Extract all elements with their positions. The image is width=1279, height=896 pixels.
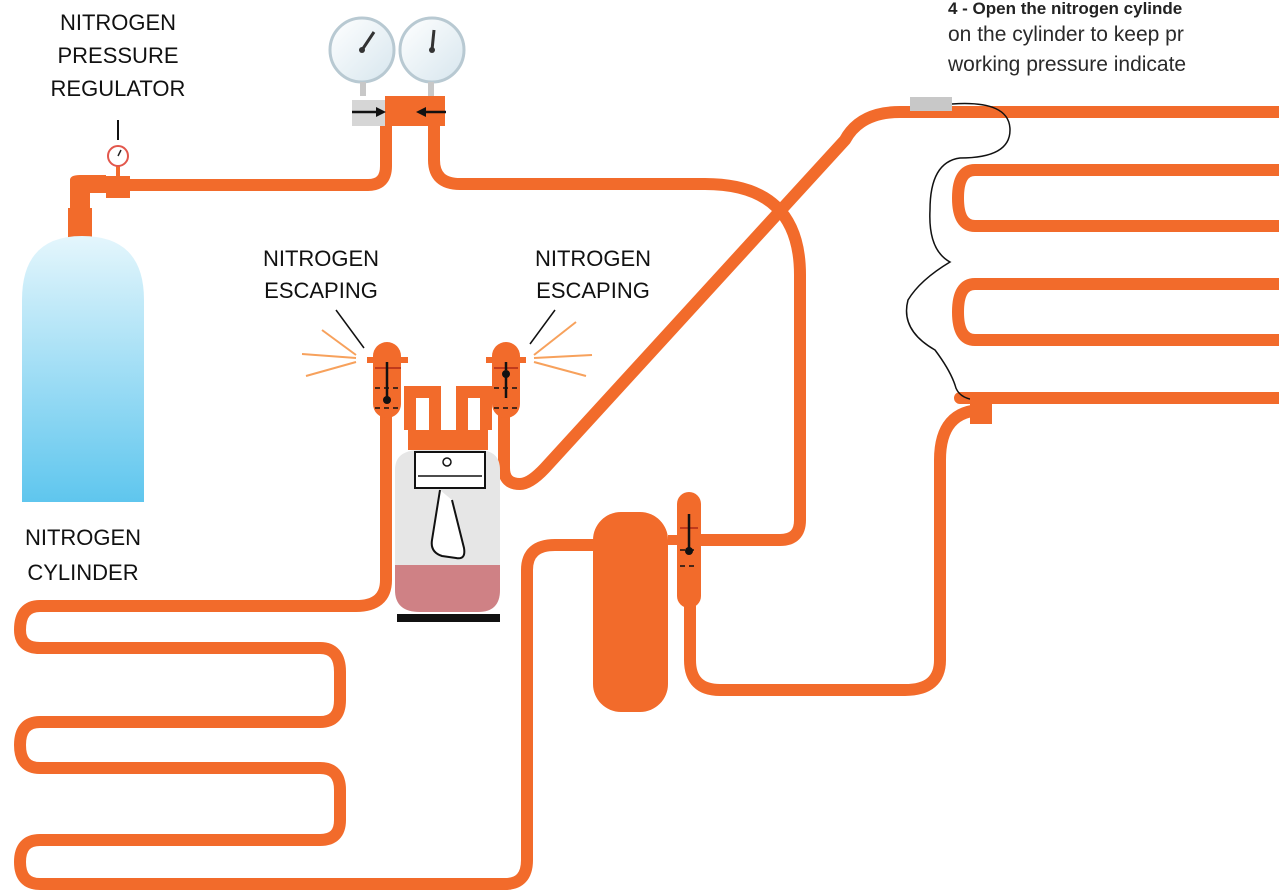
instruction-line-2: working pressure indicate [948, 53, 1187, 76]
instruction-heading: 4 - Open the nitrogen cylinde [948, 0, 1183, 18]
compressor-head [408, 430, 488, 450]
compressor-oil [395, 565, 500, 612]
pipe-left-valve-down [14, 374, 606, 890]
pipe-condenser-outlet [684, 404, 989, 696]
receiver-valve [677, 492, 701, 608]
temperature-sensor [905, 97, 1011, 424]
svg-text:NITROGEN: NITROGEN [535, 246, 651, 271]
label-nitrogen-pressure-regulator: NITROGEN PRESSURE REGULATOR [51, 10, 186, 101]
manifold-gauge-set [328, 16, 466, 126]
escaping-rays-right [533, 321, 593, 377]
pipe-regulator-to-manifold [114, 104, 392, 191]
compressor [395, 386, 500, 622]
pressure-regulator [70, 120, 130, 215]
svg-text:ESCAPING: ESCAPING [536, 278, 650, 303]
svg-text:NITROGEN: NITROGEN [60, 10, 176, 35]
instruction-line-1: on the cylinder to keep pr [948, 23, 1184, 46]
compressor-base [397, 614, 500, 622]
condenser-coil [952, 106, 1279, 404]
compressor-piston [414, 451, 486, 489]
svg-text:NITROGEN: NITROGEN [25, 525, 141, 550]
compressor-rod [430, 489, 466, 560]
receiver-tank [593, 512, 690, 712]
left-service-valve [367, 342, 408, 418]
svg-text:REGULATOR: REGULATOR [51, 76, 186, 101]
escaping-rays-left [301, 329, 357, 377]
cylinder-body [22, 236, 144, 502]
regulator-elbow [70, 175, 106, 215]
right-service-valve [486, 342, 526, 418]
label-nitrogen-escaping-left: NITROGEN ESCAPING [263, 246, 379, 303]
svg-text:ESCAPING: ESCAPING [264, 278, 378, 303]
sensor-wire [905, 102, 1011, 401]
regulator-body [106, 176, 130, 198]
escaping-left-pointer [335, 309, 365, 349]
label-nitrogen-escaping-right: NITROGEN ESCAPING [535, 246, 651, 303]
label-nitrogen-cylinder: NITROGEN CYLINDER [25, 525, 141, 585]
svg-text:CYLINDER: CYLINDER [27, 560, 138, 585]
pipes [14, 104, 1279, 890]
svg-text:PRESSURE: PRESSURE [57, 43, 178, 68]
escaping-right-pointer [529, 309, 556, 345]
svg-text:NITROGEN: NITROGEN [263, 246, 379, 271]
nitrogen-cylinder [22, 208, 144, 502]
instruction-step-text: 4 - Open the nitrogen cylinde on the cyl… [948, 0, 1279, 80]
sensor-clamp [970, 396, 992, 424]
sensor-bulb [910, 97, 952, 111]
pipe-diagonal-to-condenser [498, 106, 1006, 490]
